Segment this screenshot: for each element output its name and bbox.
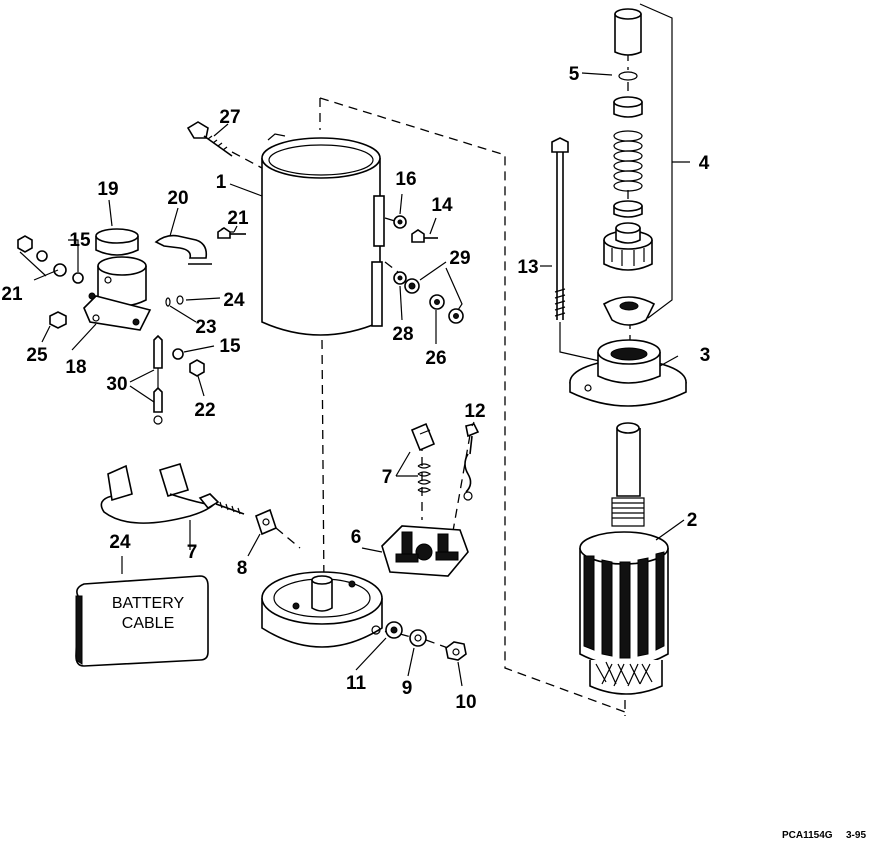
callout-21-lower: 22 [194,400,215,421]
callout-15-upper: 15 [69,230,91,251]
callout-29: 29 [449,248,470,269]
part-frame-housing [261,133,385,336]
drawing-date: 3-95 [846,830,866,841]
callout-8: 8 [237,558,248,579]
part-drive-assembly [602,8,656,326]
part-bolt-27 [186,121,233,157]
callout-11: 11 [346,673,367,694]
part-solenoid-group [17,227,246,377]
callout-3: 3 [700,345,711,366]
part-end-cap-3 [569,339,687,407]
callout-12: 12 [464,401,485,422]
callout-23: 24 [223,290,245,311]
callout-30: 30 [106,374,127,395]
part-commutator-end-cap [261,571,383,648]
part-battery-cable-7 [100,463,245,524]
callout-19: 20 [167,188,188,209]
callout-13: 13 [517,257,538,278]
callout-4-bracket [639,3,673,319]
callout-26: 26 [425,348,446,369]
part-armature-2 [579,422,669,695]
part-small-hardware-right [393,215,464,324]
callout-9: 9 [402,678,413,699]
callout-27: 27 [219,107,240,128]
callout-20: 21 [227,208,249,229]
callout-21-left: 21 [1,284,23,305]
part-terminal-30 [153,334,163,425]
callout-14: 14 [431,195,453,216]
part-through-bolt-13 [551,137,569,320]
callout-7-cable: 7 [187,542,198,563]
part-small-hardware-bottom [255,508,467,661]
battery-label-line2: CABLE [122,615,174,632]
callout-22: 23 [195,317,216,338]
part-brush-holder-6 [381,525,469,577]
callout-labels: 27 1 5 4 13 3 2 19 20 21 16 14 29 28 26 … [1,64,710,713]
callout-17: 18 [65,357,86,378]
callout-10: 10 [455,692,476,713]
callout-6: 6 [351,527,362,548]
callout-2: 2 [687,510,698,531]
callout-18: 19 [97,179,118,200]
part-13-guide [559,322,605,363]
callout-7-brush: 7 [382,467,393,488]
callout-5: 5 [569,64,580,85]
battery-label-line1: BATTERY [112,595,185,612]
callout-leader-lines [19,72,690,687]
callout-15-lower: 15 [219,336,241,357]
callout-28: 28 [392,324,413,345]
callout-24: 24 [109,532,131,553]
drawing-code: PCA1154G [782,830,833,841]
part-brush-springs [410,422,480,501]
battery-cable-box: BATTERY CABLE [75,575,209,667]
callout-1: 1 [216,172,227,193]
callout-4: 4 [699,153,710,174]
callout-25: 25 [26,345,48,366]
callout-16: 16 [395,169,416,190]
